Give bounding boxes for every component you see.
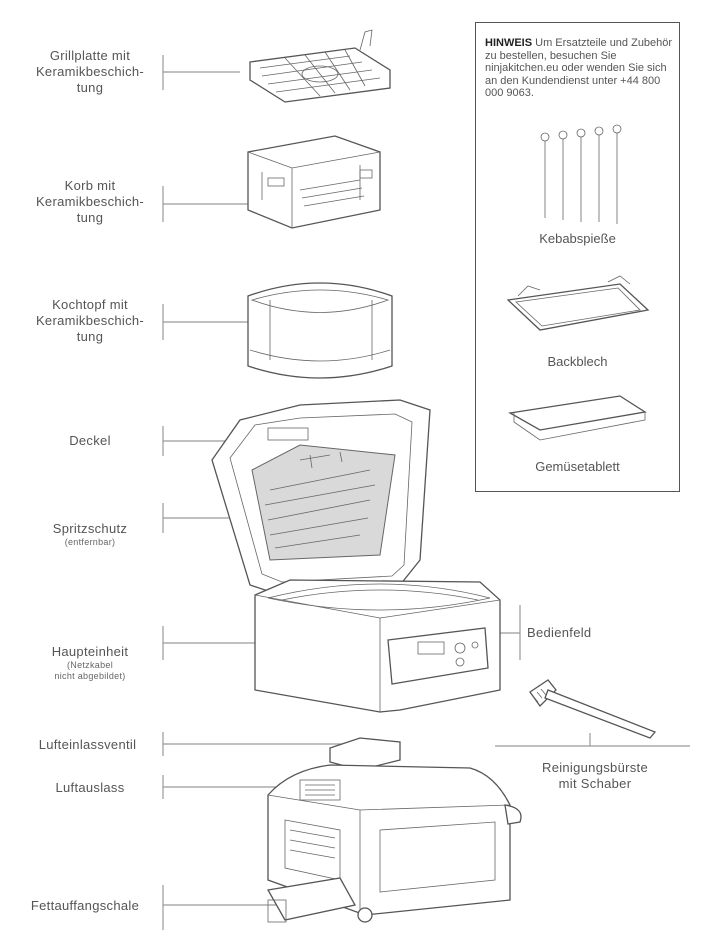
note-text: HINWEIS Um Ersatzteile und Zubehör zu be… xyxy=(485,37,675,100)
label-grillplatte: Grillplatte mit Keramikbeschich- tung xyxy=(35,48,145,95)
label-spritzschutz-sub: (entfernbar) xyxy=(64,537,116,547)
label-backblech: Backblech xyxy=(547,354,608,369)
label-deckel: Deckel xyxy=(69,433,111,448)
vegetable-tray-illustration xyxy=(508,395,647,441)
lid-illustration xyxy=(211,399,431,596)
label-kochtopf: Kochtopf mit Keramikbeschich- tung xyxy=(35,297,145,344)
grill-plate-illustration xyxy=(249,29,391,103)
baking-tray-illustration xyxy=(506,275,650,331)
label-spritzschutz-main: Spritzschutz xyxy=(52,521,128,536)
kebab-skewers-illustration xyxy=(540,124,622,224)
label-korb: Korb mit Keramikbeschich- tung xyxy=(35,178,145,225)
cooking-pot-illustration xyxy=(247,282,393,379)
label-bedienfeld: Bedienfeld xyxy=(527,625,592,640)
label-fettauffangschale: Fettauffangschale xyxy=(30,898,140,913)
leader-lines xyxy=(162,55,690,930)
basket-illustration xyxy=(247,135,381,229)
label-haupteinheit-sub: (Netzkabel nicht abgebildet) xyxy=(54,660,126,681)
label-gemuesetablett: Gemüsetablett xyxy=(535,459,620,474)
note-body: Um Ersatzteile und Zubehör zu bestellen,… xyxy=(485,37,673,99)
label-lufteinlassventil: Lufteinlassventil xyxy=(38,737,137,752)
label-haupteinheit: Haupteinheit (Netzkabel nicht abgebildet… xyxy=(20,628,160,698)
label-luftauslass: Luftauslass xyxy=(55,780,125,795)
note-heading: HINWEIS xyxy=(485,37,533,49)
main-unit-illustration xyxy=(254,579,501,713)
label-kebabspiesse: Kebabspieße xyxy=(539,231,616,246)
accessories-note-box xyxy=(475,22,680,492)
base-unit-illustration xyxy=(266,737,522,923)
label-reinigungsbuerste: Reinigungsbürste mit Schaber xyxy=(542,760,648,791)
label-spritzschutz: Spritzschutz (entfernbar) xyxy=(20,505,160,564)
cleaning-brush-illustration xyxy=(529,679,657,739)
label-haupteinheit-main: Haupteinheit xyxy=(51,644,129,659)
